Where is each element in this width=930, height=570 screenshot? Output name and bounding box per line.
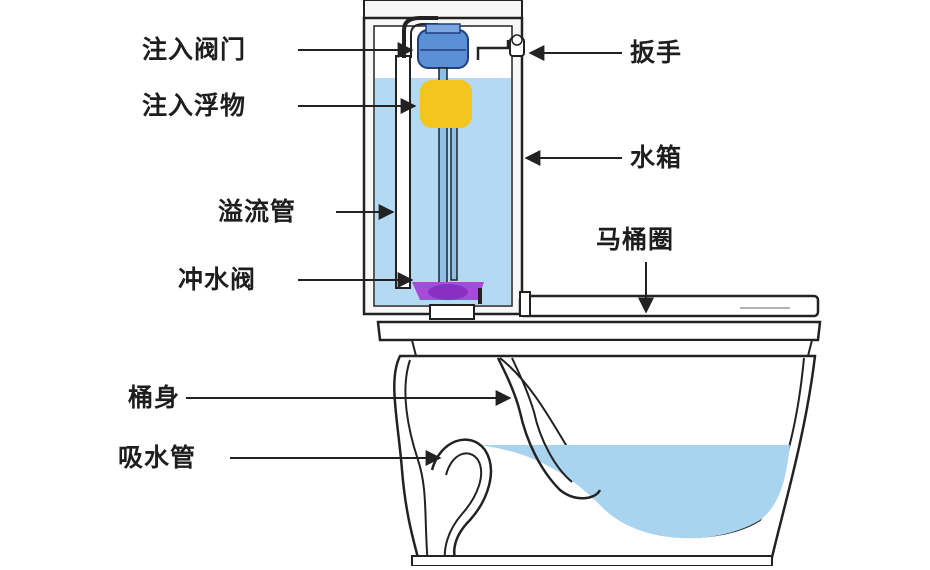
label-tank: 水箱 bbox=[630, 143, 683, 172]
inlet-float bbox=[420, 80, 472, 128]
flush-valve bbox=[412, 282, 484, 304]
label-overflow-pipe: 溢流管 bbox=[218, 197, 297, 226]
bowl bbox=[376, 291, 822, 568]
label-flush-valve: 冲水阀 bbox=[178, 265, 257, 294]
label-siphon-pipe: 吸水管 bbox=[118, 443, 197, 472]
inlet-valve bbox=[417, 23, 469, 69]
siphon-pipe bbox=[430, 438, 493, 567]
seat-ring bbox=[518, 291, 820, 318]
pointer-arrows bbox=[186, 42, 654, 466]
label-inlet-valve: 注入阀门 bbox=[142, 35, 247, 64]
label-inlet-float: 注入浮物 bbox=[142, 91, 247, 120]
handle bbox=[476, 34, 525, 60]
bowl-water bbox=[478, 445, 790, 539]
label-bowl-body: 桶身 bbox=[128, 383, 181, 412]
label-seat-ring: 马桶圈 bbox=[596, 225, 675, 254]
label-handle: 扳手 bbox=[630, 38, 683, 67]
bowl-rim bbox=[376, 320, 822, 342]
tank-lid bbox=[363, 0, 523, 19]
overflow-pipe bbox=[395, 55, 411, 289]
